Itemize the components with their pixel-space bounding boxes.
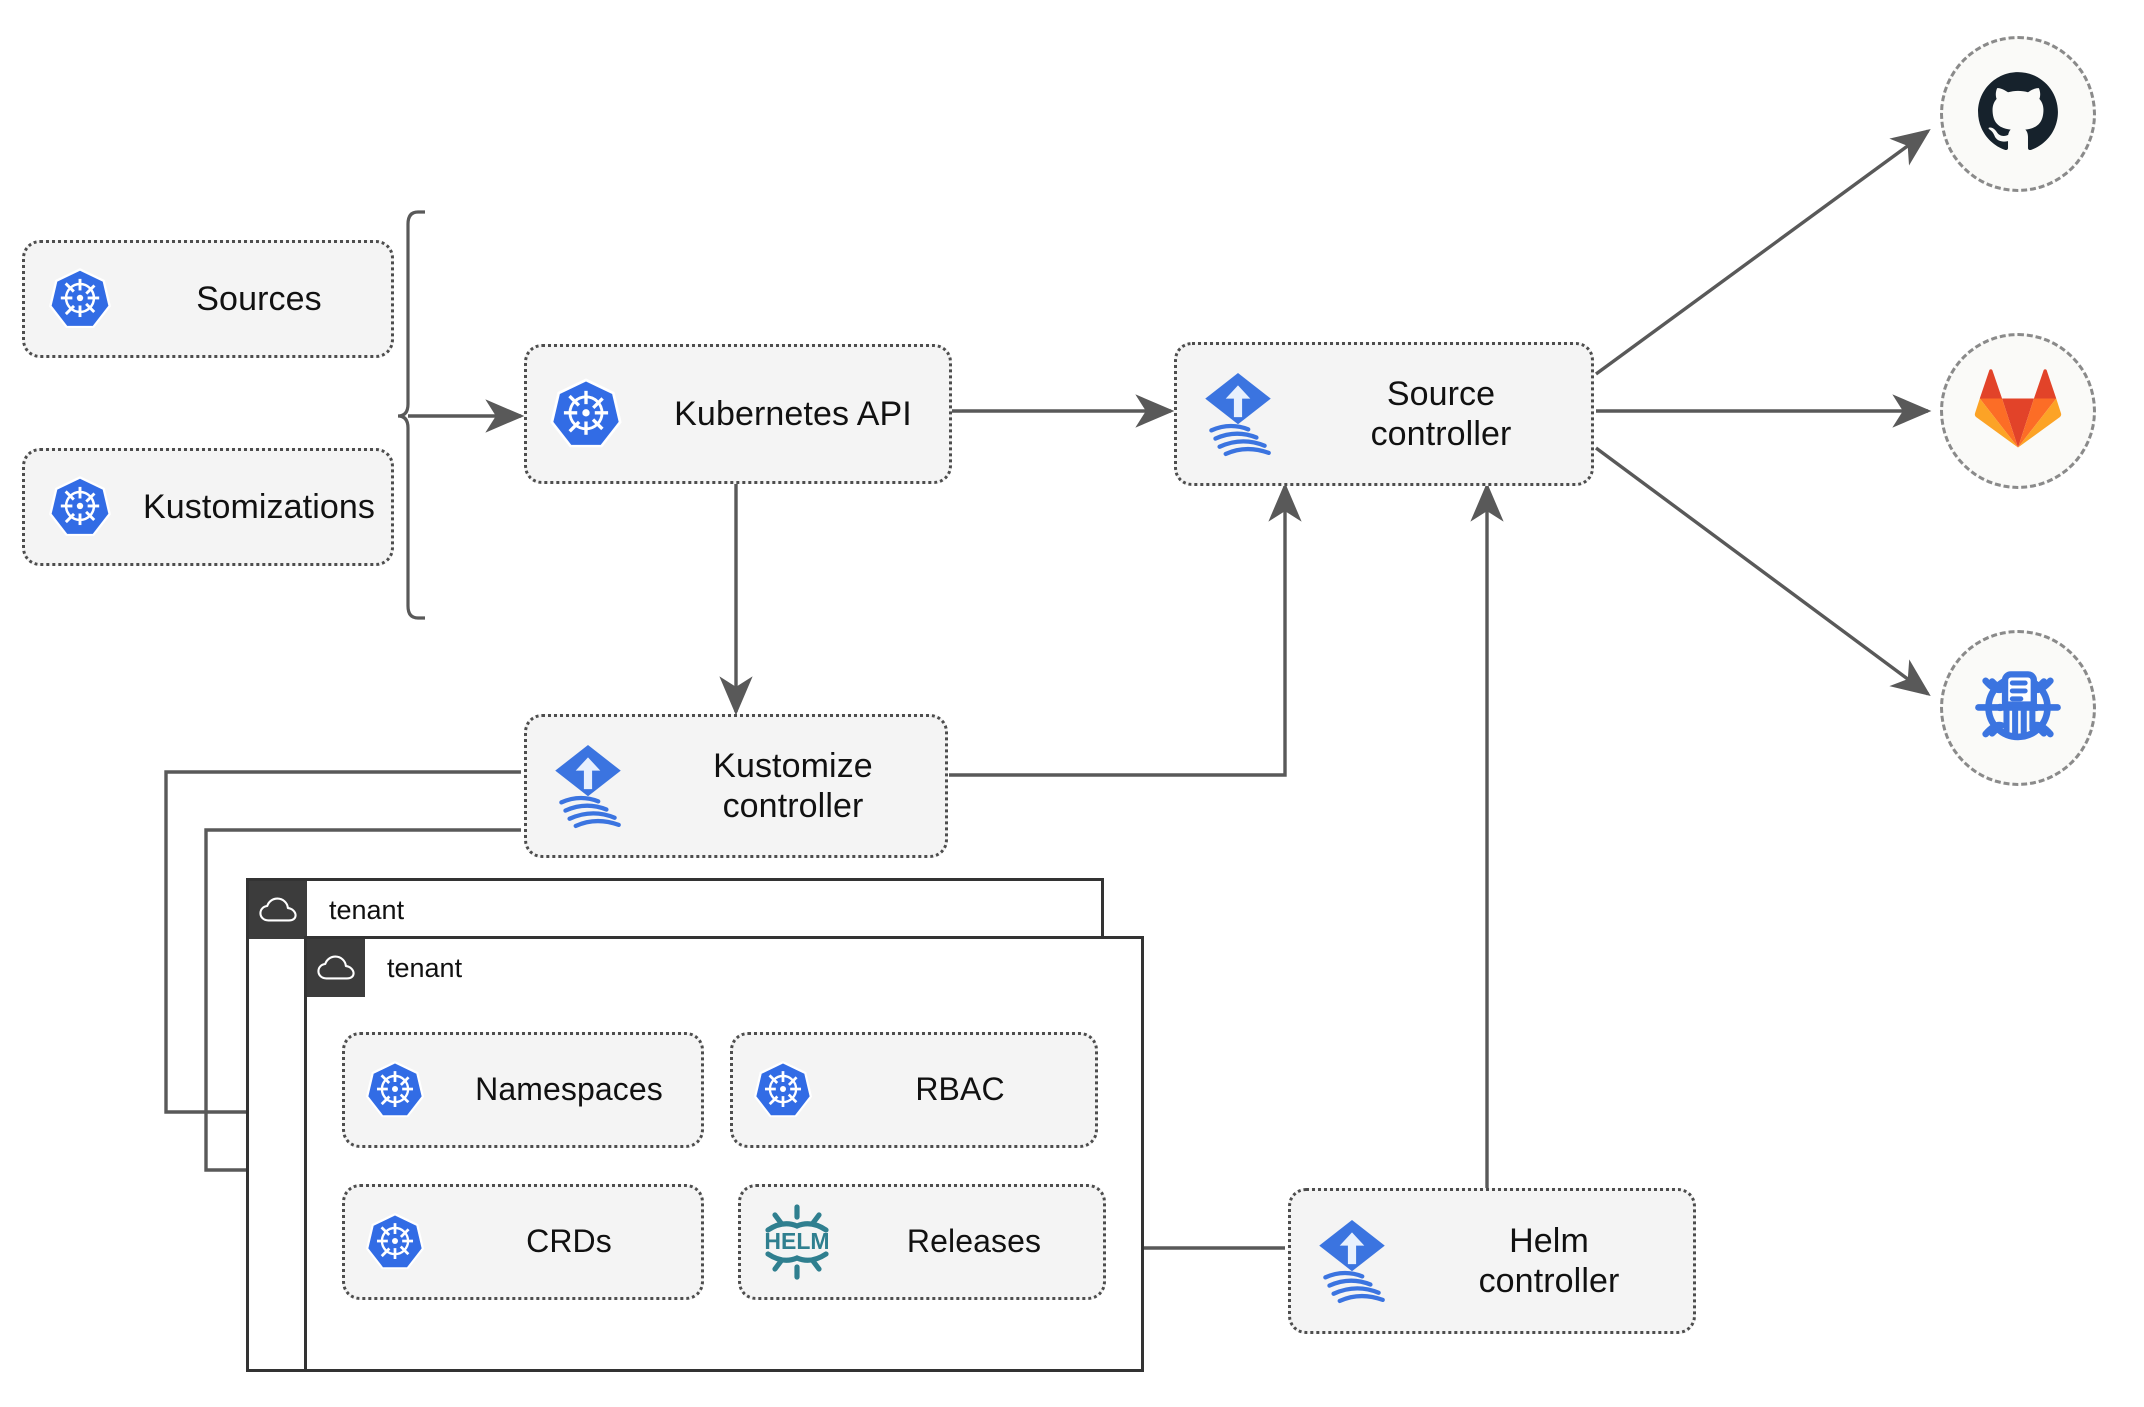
kubernetes-icon (25, 266, 135, 332)
kubernetes-icon (527, 376, 645, 452)
node-label: Kustomizations (143, 487, 375, 526)
helm-icon: HELM (741, 1204, 853, 1280)
provider-helm-repository[interactable] (1940, 630, 2096, 786)
node-label: Namespaces (475, 1071, 663, 1108)
kubernetes-icon (25, 474, 135, 540)
flux-icon (527, 743, 649, 829)
node-label: Releases (906, 1223, 1042, 1260)
cloud-icon (307, 939, 365, 997)
kubernetes-icon (345, 1059, 445, 1121)
gitlab-icon (1974, 367, 2062, 456)
tenant-front-titlebar: tenant (307, 939, 462, 997)
kubernetes-icon (345, 1211, 445, 1273)
node-label: Sources (196, 279, 322, 318)
node-crds[interactable]: CRDs (342, 1184, 704, 1300)
provider-github[interactable] (1940, 36, 2096, 192)
node-label: RBAC (915, 1071, 1005, 1108)
node-namespaces[interactable]: Namespaces (342, 1032, 704, 1148)
tenant-front-container[interactable]: tenant (304, 936, 1144, 1372)
node-label: Source controller (1370, 374, 1512, 453)
provider-gitlab[interactable] (1940, 333, 2096, 489)
node-helm-controller[interactable]: Helm controller (1288, 1188, 1696, 1334)
node-label: Kustomize controller (713, 746, 873, 825)
node-rbac[interactable]: RBAC (730, 1032, 1098, 1148)
node-kustomize-controller[interactable]: Kustomize controller (524, 714, 948, 858)
node-label: Kubernetes API (674, 394, 912, 433)
node-kustomizations[interactable]: Kustomizations (22, 448, 394, 566)
tenant-label: tenant (329, 895, 405, 925)
node-source-controller[interactable]: Source controller (1174, 342, 1594, 486)
node-label: CRDs (526, 1223, 612, 1260)
node-kubernetes-api[interactable]: Kubernetes API (524, 344, 952, 484)
helm-repository-icon (1972, 660, 2064, 757)
tenant-back-titlebar: tenant (249, 881, 404, 939)
cloud-icon (249, 881, 307, 939)
github-icon (1973, 67, 2063, 162)
flux-icon (1291, 1218, 1413, 1304)
node-label: Helm controller (1478, 1221, 1620, 1300)
helm-wordmark: HELM (764, 1228, 829, 1254)
flux-icon (1177, 371, 1299, 457)
node-sources[interactable]: Sources (22, 240, 394, 358)
kubernetes-icon (733, 1059, 833, 1121)
tenant-label: tenant (387, 953, 463, 983)
node-releases[interactable]: HELM Releases (738, 1184, 1106, 1300)
